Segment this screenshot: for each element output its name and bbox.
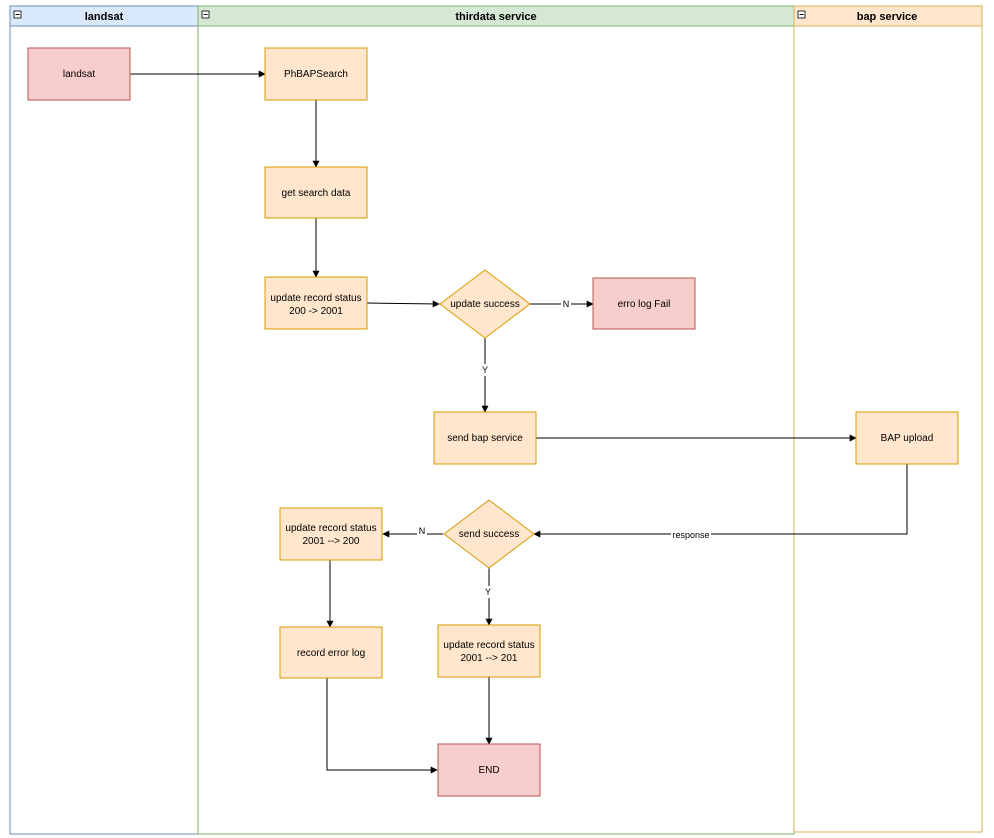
- node-label: send bap service: [447, 433, 523, 444]
- node-label: record error log: [297, 648, 365, 659]
- lane-landsat: landsat: [9, 5, 199, 835]
- node-landsat[interactable]: landsat: [27, 47, 131, 101]
- node-send-bap-service[interactable]: send bap service: [433, 411, 537, 465]
- node-send-success[interactable]: send success: [443, 499, 535, 569]
- node-update-2001-200[interactable]: update record status 2001 --> 200: [279, 507, 383, 561]
- node-update-200-2001[interactable]: update record status 200 -> 2001: [264, 276, 368, 330]
- node-label: PhBAPSearch: [284, 69, 348, 80]
- lane-title-landsat: landsat: [85, 11, 124, 23]
- node-label: landsat: [63, 69, 95, 80]
- node-label: 2001 --> 201: [461, 653, 518, 664]
- node-phbapsearch[interactable]: PhBAPSearch: [264, 47, 368, 101]
- node-record-error-log[interactable]: record error log: [279, 626, 383, 679]
- node-label: update record status: [270, 293, 361, 304]
- edge-label-update-no: N: [563, 299, 570, 309]
- node-get-search-data[interactable]: get search data: [264, 166, 368, 219]
- node-label: get search data: [282, 188, 351, 199]
- node-label: 200 -> 2001: [289, 306, 343, 317]
- node-update-success[interactable]: update success: [439, 269, 531, 339]
- lane-title-thirdata: thirdata service: [455, 11, 536, 23]
- node-label: update record status: [443, 640, 534, 651]
- edge-record-error-to-end: [326, 678, 438, 774]
- node-end[interactable]: END: [437, 743, 541, 797]
- collapse-icon[interactable]: [201, 10, 210, 19]
- edge-update-to-update-success: [366, 300, 440, 308]
- node-label: update success: [450, 299, 520, 310]
- node-label: 2001 --> 200: [303, 536, 360, 547]
- edge-label-response: response: [672, 530, 709, 540]
- node-update-2001-201[interactable]: update record status 2001 --> 201: [437, 624, 541, 678]
- lane-title-bap: bap service: [857, 11, 918, 23]
- edge-label-send-no: N: [419, 526, 426, 536]
- edges: [130, 70, 908, 774]
- edge-label-send-yes: Y: [485, 587, 491, 597]
- edge-response: [533, 464, 908, 538]
- edge-label-update-yes: Y: [482, 365, 488, 375]
- node-label: erro log Fail: [618, 299, 671, 310]
- node-label: BAP upload: [881, 433, 934, 444]
- node-label: send success: [459, 529, 520, 540]
- node-label: update record status: [285, 523, 376, 534]
- lane-thirdata-service: thirdata service: [197, 5, 795, 835]
- edge-labels: N Y response N Y: [417, 298, 711, 598]
- node-erro-log-fail[interactable]: erro log Fail: [592, 277, 696, 330]
- node-bap-upload[interactable]: BAP upload: [855, 411, 959, 465]
- collapse-icon[interactable]: [797, 10, 806, 19]
- node-label: END: [478, 765, 499, 776]
- collapse-icon[interactable]: [13, 10, 22, 19]
